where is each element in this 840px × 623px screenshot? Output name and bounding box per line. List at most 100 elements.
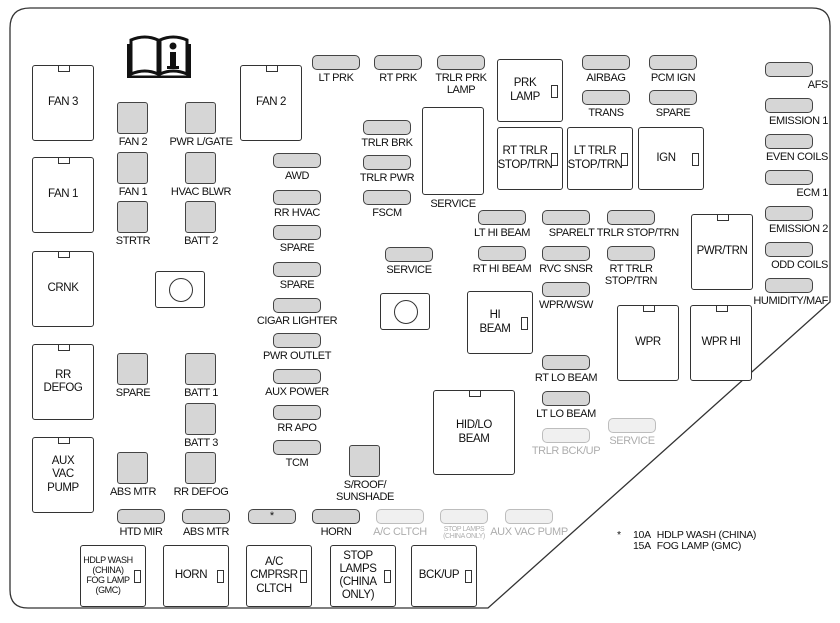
- jcase-fuse-hvac-blwr: [185, 152, 216, 184]
- relay-label: HDLP WASH (CHINA) FOG LAMP (GMC): [83, 555, 133, 595]
- relay-tab: [58, 65, 70, 72]
- jcase-fuse-batt-3: [185, 403, 216, 435]
- mini-fuse-htd-mir: [117, 509, 165, 524]
- footnote-marker: *: [617, 529, 621, 541]
- relay-tab: [692, 152, 699, 166]
- relay-hid-lo-beam: HID/LO BEAM: [433, 390, 515, 475]
- mini-fuse-rvc-snsr: [542, 246, 590, 261]
- relay-pwr-trn: PWR/TRN: [691, 214, 753, 290]
- mini-fuse-rt-prk: [374, 55, 422, 70]
- mini-fuse-a-c-cltch: [376, 509, 424, 524]
- relay-tab: [58, 157, 70, 164]
- relay-crnk: CRNK: [32, 251, 94, 327]
- footnote-amps: 15A: [633, 540, 651, 552]
- mini-fuse-emission-1: [765, 98, 813, 113]
- mini-fuse-tcm: [273, 440, 321, 455]
- relay-tab: [521, 316, 528, 330]
- mini-fuse-rt-hi-beam: [478, 246, 526, 261]
- relay-tab: [643, 305, 655, 312]
- relay-label: FAN 2: [256, 96, 286, 109]
- relay-label: HI BEAM: [479, 309, 511, 335]
- mini-fuse-cigar-lighter: [273, 298, 321, 313]
- mini-fuse-trlr-prk-lamp: [437, 55, 485, 70]
- relay-hdlp-wash-china-fog-lamp-gmc: HDLP WASH (CHINA) FOG LAMP (GMC): [80, 545, 146, 607]
- mini-fuse-spare: [542, 210, 590, 225]
- mini-fuse-spare: [273, 225, 321, 240]
- mini-fuse-horn: [312, 509, 360, 524]
- mini-fuse-stop-lamps-china-only: [440, 509, 488, 524]
- relay-tab: [717, 214, 729, 221]
- mini-fuse-humidity-maf: [765, 278, 813, 293]
- relay-fan-3: FAN 3: [32, 65, 94, 141]
- mini-fuse-rt-lo-beam: [542, 355, 590, 370]
- mini-fuse-spare: [649, 90, 697, 105]
- mini-fuse-service: [385, 247, 433, 262]
- relay-label: IGN: [656, 151, 676, 164]
- relay-wpr-hi: WPR HI: [690, 305, 752, 381]
- relay-lt-trlr-stop-trn: LT TRLR STOP/TRN: [567, 127, 633, 190]
- mini-fuse-spare: [273, 262, 321, 277]
- relay-fan-2: FAN 2: [240, 65, 302, 141]
- mini-fuse-pcm-ign: [649, 55, 697, 70]
- jcase-fuse-pwr-l-gate: [185, 102, 216, 134]
- relay-tab: [300, 570, 307, 583]
- mini-fuse-rr-hvac: [273, 190, 321, 205]
- mini-fuse-rt-trlr-stop-trn: [607, 246, 655, 261]
- jcase-fuse-fan-1: [117, 152, 148, 184]
- jcase-fuse-strtr: [117, 201, 148, 233]
- relay-label: BCK/UP: [418, 569, 460, 582]
- jcase-fuse-batt-1: [185, 353, 216, 385]
- relay-label: WPR HI: [701, 336, 741, 349]
- jcase-fuse-batt-2: [185, 201, 216, 233]
- jcase-fuse-s-roof-sunshade: [349, 445, 380, 477]
- relay-label: HORN: [174, 569, 208, 582]
- relay-tab: [551, 152, 558, 166]
- jcase-fuse-spare: [117, 353, 148, 385]
- jcase-fuse-rr-defog: [185, 452, 216, 484]
- relay-prk-lamp: PRK LAMP: [497, 59, 563, 122]
- relay-wpr: WPR: [617, 305, 679, 381]
- relay-label: STOP LAMPS (CHINA ONLY): [339, 549, 377, 602]
- relay-tab: [217, 570, 224, 583]
- relay-tab: [58, 437, 70, 444]
- relay-hi-beam: HI BEAM: [467, 291, 533, 354]
- mini-fuse-aux-power: [273, 369, 321, 384]
- relay-stop-lamps-china-only: STOP LAMPS (CHINA ONLY): [330, 545, 396, 607]
- relay-label: LT TRLR STOP/TRN: [567, 145, 623, 171]
- footnote-amps: 10A: [633, 529, 651, 541]
- relay-label: CRNK: [47, 282, 79, 295]
- relay-tab: [58, 251, 70, 258]
- footnote: * 10A HDLP WASH (CHINA) 15A FOG LAMP (GMC): [617, 530, 756, 552]
- relay-tab: [134, 570, 141, 583]
- mini-fuse-lt-prk: [312, 55, 360, 70]
- mounting-stud: [380, 293, 430, 330]
- relay-label: RR DEFOG: [43, 368, 83, 394]
- mini-fuse-lt-lo-beam: [542, 391, 590, 406]
- mini-fuse-trlr-pwr: [363, 155, 411, 170]
- relay-label: FAN 1: [48, 188, 78, 201]
- relay-tab: [469, 390, 481, 397]
- relay-tab: [266, 65, 278, 72]
- mini-fuse-blank: *: [248, 509, 296, 524]
- relay-blank: [422, 107, 484, 195]
- mini-fuse-ecm-1: [765, 170, 813, 185]
- footnote-text: HDLP WASH (CHINA): [656, 529, 757, 541]
- mini-fuse-service: [608, 418, 656, 433]
- relay-label: WPR: [635, 336, 661, 349]
- relay-rr-defog: RR DEFOG: [32, 344, 94, 420]
- mini-fuse-afs: [765, 62, 813, 77]
- relay-tab: [465, 570, 472, 583]
- mini-fuse-trlr-bck-up: [542, 428, 590, 443]
- relay-label: A/C CMPRSR CLTCH: [250, 556, 298, 595]
- mini-fuse-aux-vac-pump: [505, 509, 553, 524]
- owner-manual-info-icon: [127, 35, 191, 78]
- mini-fuse-odd-coils: [765, 242, 813, 257]
- relay-tab: [621, 152, 628, 166]
- mounting-stud: [155, 271, 205, 308]
- mini-fuse-rr-apo: [273, 405, 321, 420]
- footnote-text: FOG LAMP (GMC): [656, 540, 742, 552]
- relay-tab: [384, 570, 391, 583]
- mini-fuse-pwr-outlet: [273, 333, 321, 348]
- relay-bck-up: BCK/UP: [411, 545, 477, 607]
